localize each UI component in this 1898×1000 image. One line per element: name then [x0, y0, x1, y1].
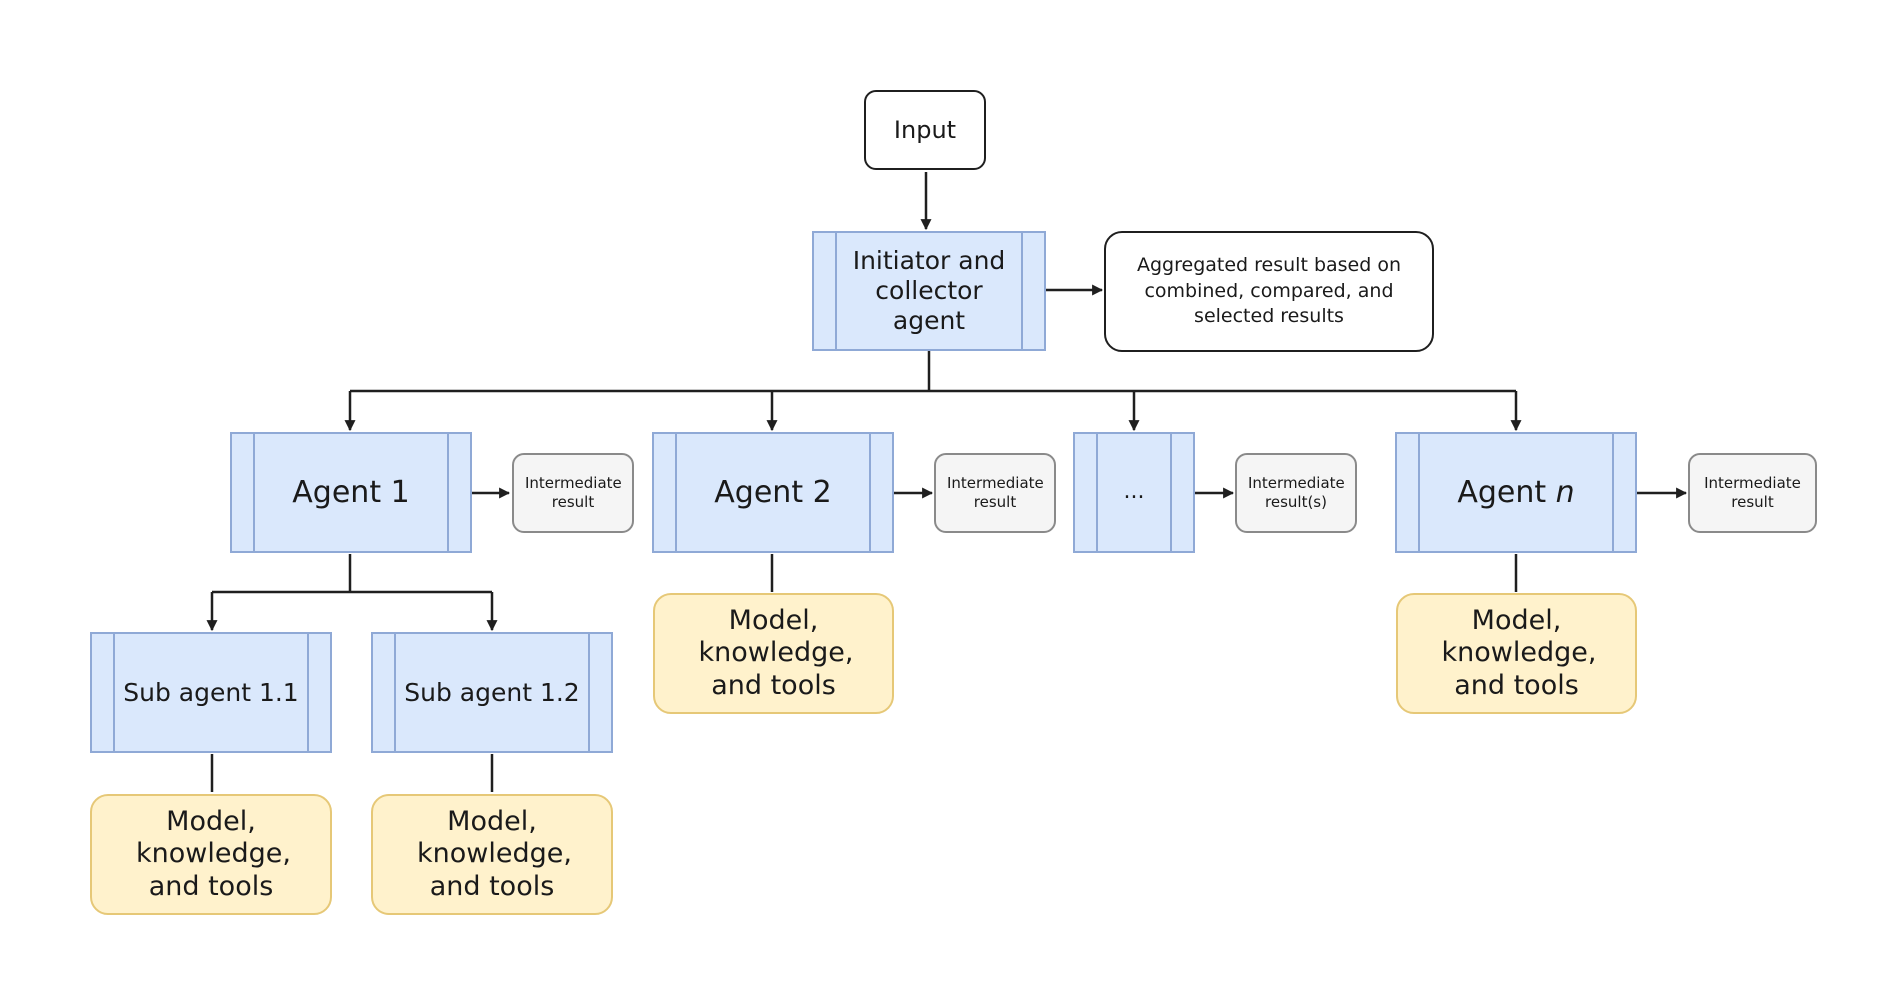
intermediate-result-n-label: Intermediate result [1704, 474, 1801, 511]
aggregated-label: Aggregated result based on combined, com… [1137, 254, 1401, 328]
intermediate-result-1: Intermediate result [512, 453, 634, 533]
input-node: Input [864, 90, 986, 170]
agent-2: Agent 2 [652, 432, 894, 553]
intermediate-result-3: Intermediate result(s) [1235, 453, 1357, 533]
sub-agent-1-2-label: Sub agent 1.2 [404, 677, 580, 707]
resources-sub-agent-1-1-label: Model, knowledge, and tools [136, 805, 291, 902]
agent-n-label: Agent n [1457, 475, 1574, 511]
agent-n-prefix: Agent [1457, 474, 1556, 510]
aggregated-result-node: Aggregated result based on combined, com… [1104, 231, 1434, 352]
intermediate-result-3-label: Intermediate result(s) [1248, 474, 1345, 511]
resources-agent-n: Model, knowledge, and tools [1396, 593, 1637, 714]
agent-n-variable: n [1555, 474, 1575, 510]
sub-agent-1-1: Sub agent 1.1 [90, 632, 332, 753]
agent-1-label: Agent 1 [292, 474, 410, 510]
resources-agent-n-label: Model, knowledge, and tools [1441, 604, 1597, 701]
resources-agent-2: Model, knowledge, and tools [653, 593, 894, 714]
intermediate-result-1-label: Intermediate result [525, 474, 622, 511]
intermediate-result-2: Intermediate result [934, 453, 1056, 533]
initiator-label: Initiator and collector agent [852, 246, 1006, 335]
sub-agent-1-2: Sub agent 1.2 [371, 632, 613, 753]
agent-n: Agent n [1395, 432, 1637, 553]
agent-ellipsis: ... [1073, 432, 1195, 553]
input-label: Input [893, 115, 957, 144]
resources-sub-agent-1-2: Model, knowledge, and tools [371, 794, 613, 915]
intermediate-result-n: Intermediate result [1688, 453, 1817, 533]
initiator-collector-agent: Initiator and collector agent [812, 231, 1046, 351]
agent-ellipsis-label: ... [1123, 479, 1145, 505]
resources-sub-agent-1-1: Model, knowledge, and tools [90, 794, 332, 915]
resources-agent-2-label: Model, knowledge, and tools [698, 604, 854, 701]
resources-sub-agent-1-2-label: Model, knowledge, and tools [417, 805, 572, 902]
agent-1: Agent 1 [230, 432, 472, 553]
intermediate-result-2-label: Intermediate result [947, 474, 1044, 511]
sub-agent-1-1-label: Sub agent 1.1 [123, 677, 299, 707]
agent-2-label: Agent 2 [714, 474, 832, 510]
